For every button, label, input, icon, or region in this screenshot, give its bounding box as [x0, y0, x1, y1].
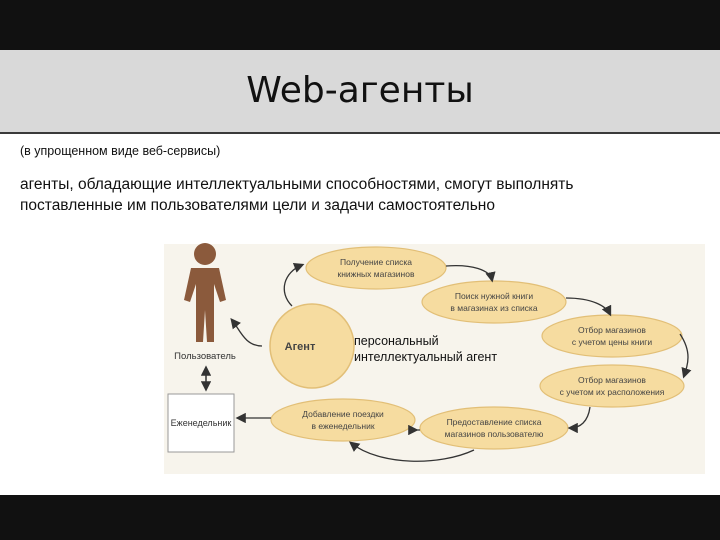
bottom-black-bar [0, 495, 720, 540]
step-2-node: Поиск нужной книги в магазинах из списка [421, 280, 567, 324]
step-3-line-1: Отбор магазинов [578, 325, 646, 335]
body-line-1: агенты, обладающие интеллектуальными спо… [20, 176, 574, 193]
agent-caption-line-2: интеллектуальный агент [354, 350, 498, 364]
body-line-2: поставленные им пользователями цели и за… [20, 197, 495, 214]
agent-caption-line-1: персональный [354, 334, 439, 348]
weekly-planner-box [167, 393, 235, 453]
slide-title: Web-агенты [246, 70, 474, 111]
step-6-line-1: Добавление поездки [302, 409, 384, 419]
step-4-line-2: с учетом их расположения [560, 387, 665, 397]
step-3-node: Отбор магазинов с учетом цены книги [541, 314, 683, 358]
slide-body-text: агенты, обладающие интеллектуальными спо… [20, 174, 710, 216]
slide-subtitle: (в упрощенном виде веб-сервисы) [20, 144, 221, 158]
user-figure-icon [184, 243, 226, 342]
user-label: Пользователь [174, 351, 236, 362]
step-2-line-2: в магазинах из списка [450, 303, 537, 313]
step-5-line-1: Предоставление списка [447, 417, 542, 427]
step-5-node: Предоставление списка магазинов пользова… [419, 406, 569, 450]
agent-caption: персональный интеллектуальный агент [354, 333, 497, 365]
step-2-line-1: Поиск нужной книги [455, 291, 533, 301]
step-4-line-1: Отбор магазинов [578, 375, 646, 385]
flow-arrows [200, 262, 692, 462]
agent-label: Агент [285, 341, 316, 353]
step-6-node: Добавление поездки в еженедельник [270, 398, 416, 442]
agent-circle [269, 303, 355, 389]
top-black-bar [0, 0, 720, 50]
step-1-line-2: книжных магазинов [338, 269, 415, 279]
step-1-node: Получение списка книжных магазинов [305, 246, 447, 290]
weekly-label: Еженедельник [171, 418, 232, 428]
title-band [0, 50, 720, 134]
step-6-line-2: в еженедельник [311, 421, 374, 431]
step-4-node: Отбор магазинов с учетом их расположения [539, 364, 685, 408]
step-1-line-1: Получение списка [340, 257, 412, 267]
step-3-line-2: с учетом цены книги [572, 337, 652, 347]
step-5-line-2: магазинов пользователю [445, 429, 544, 439]
